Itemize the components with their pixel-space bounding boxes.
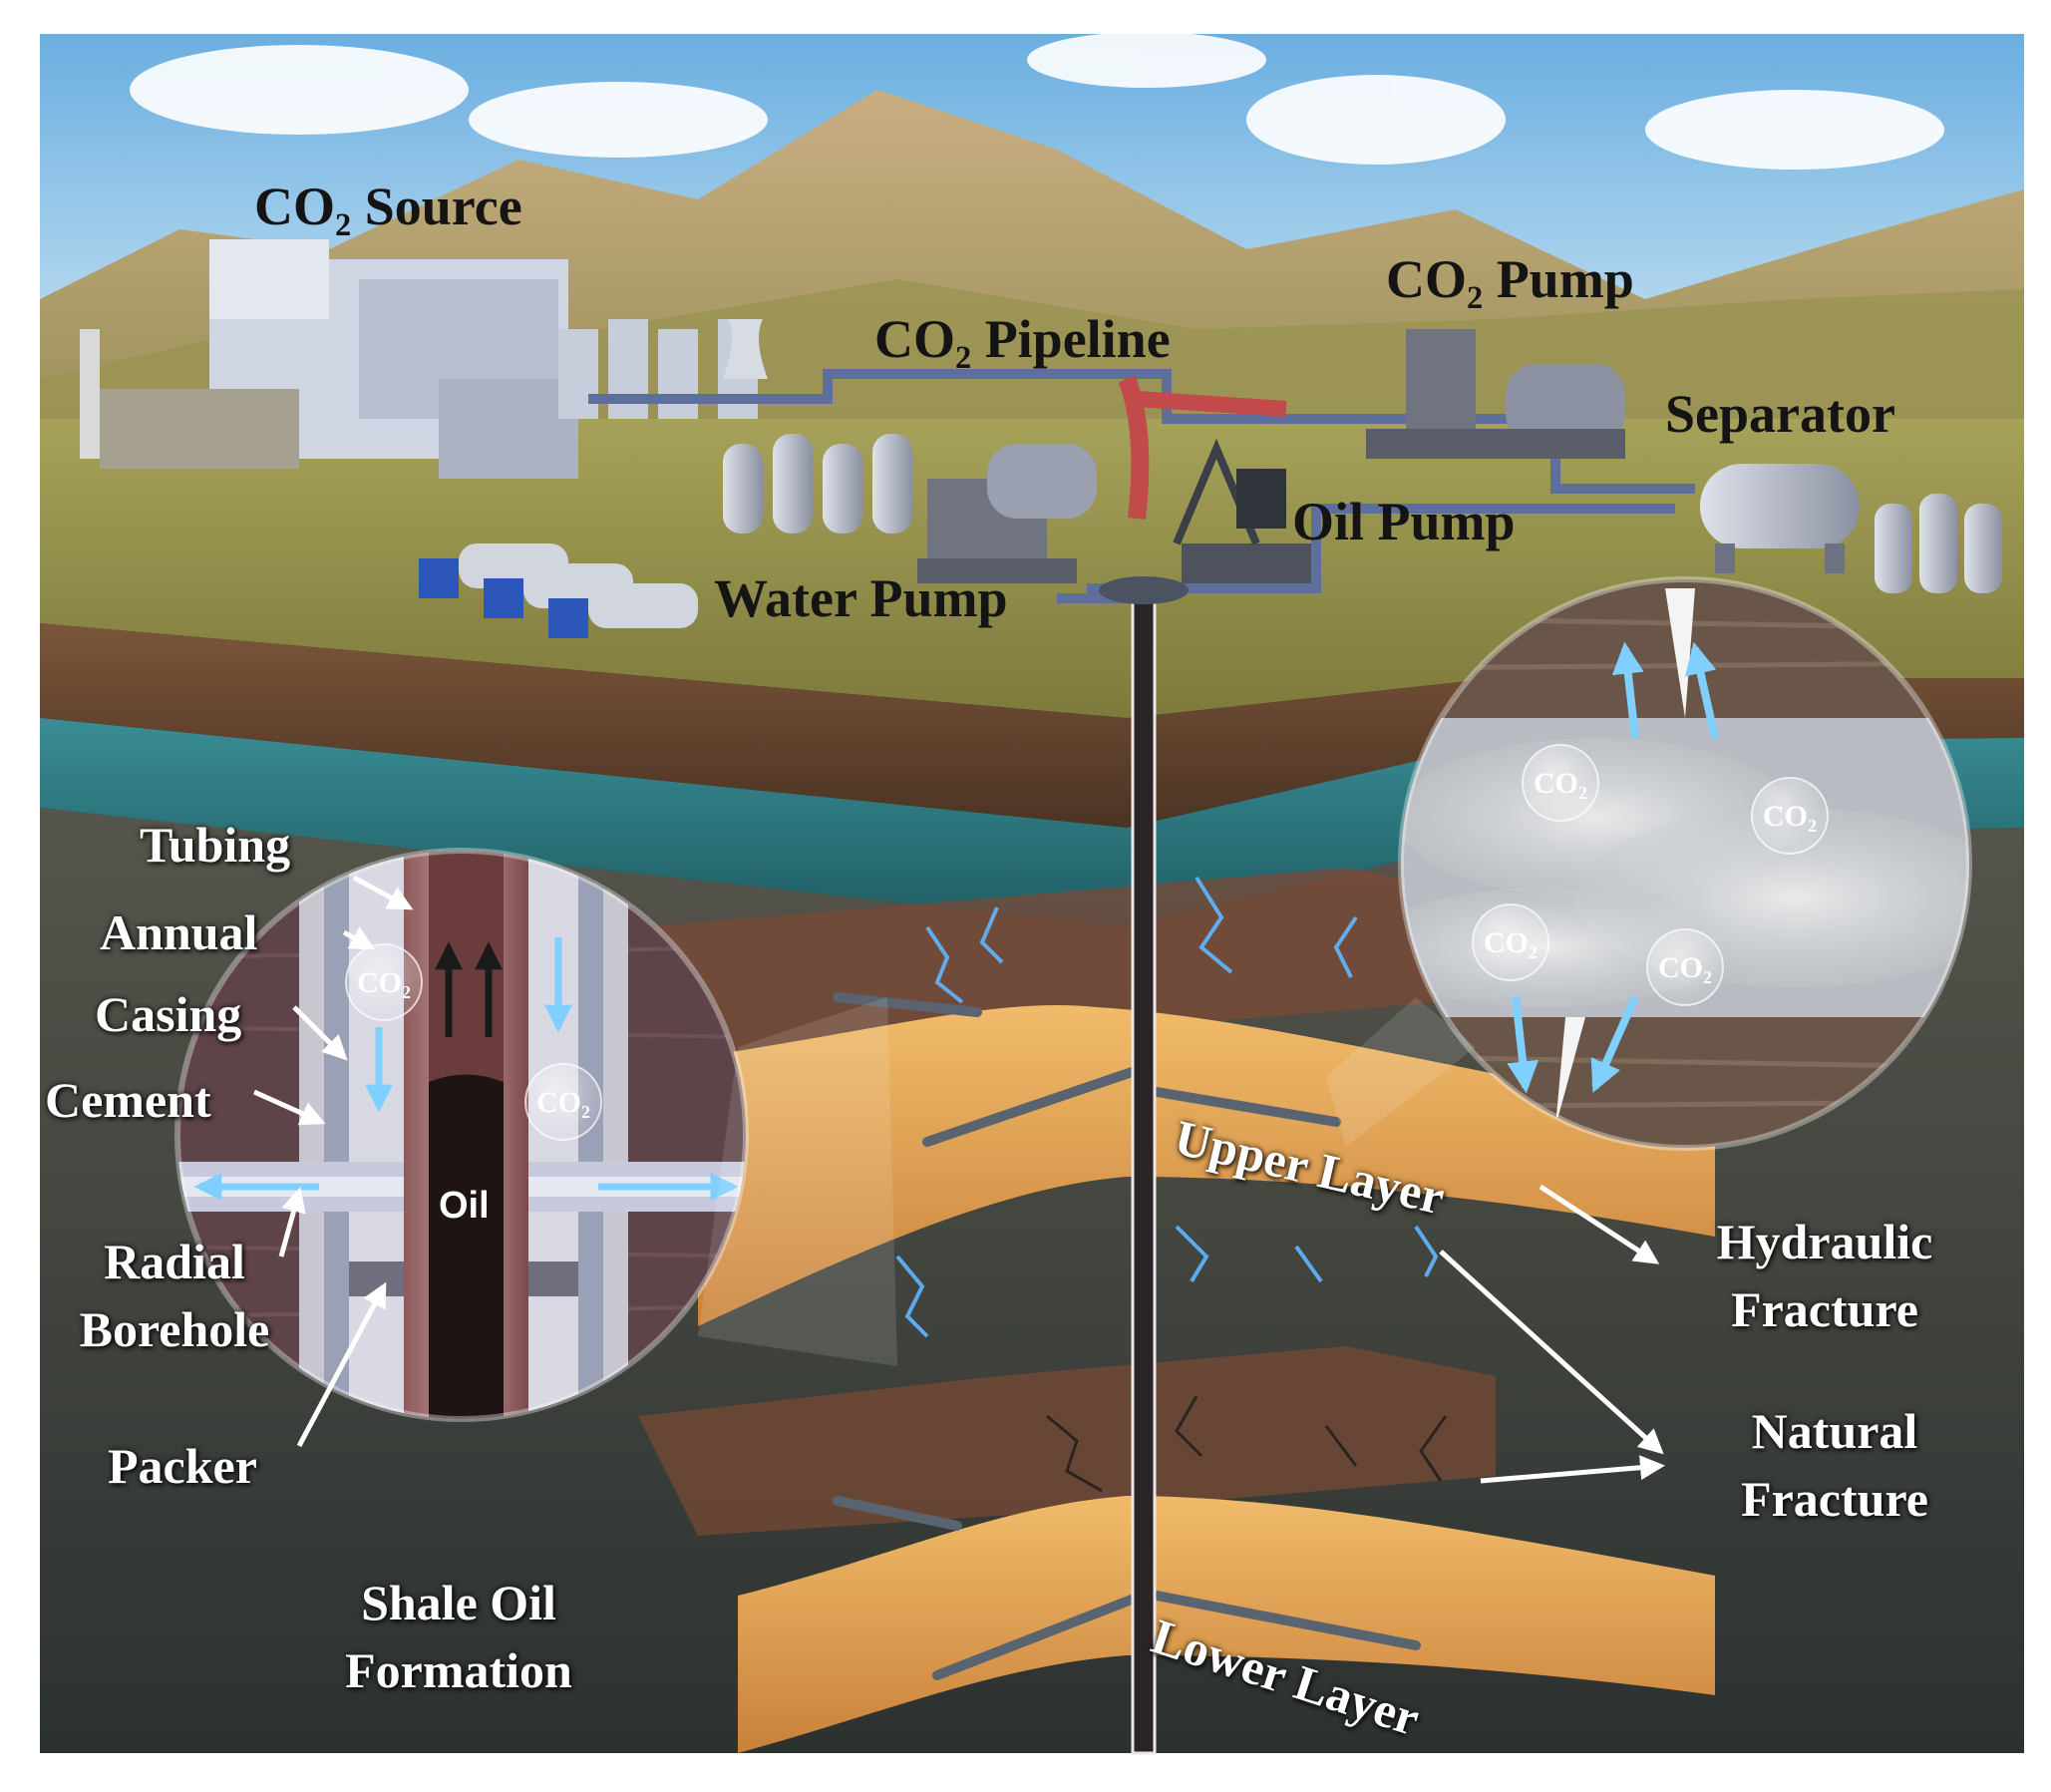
natural-line1: Natural <box>1751 1403 1918 1459</box>
co2-bubble-label: CO₂ <box>1534 767 1587 800</box>
radial-borehole-line1: Radial <box>104 1234 245 1289</box>
oil-label: Oil <box>439 1185 490 1227</box>
lower-fracture-layer <box>738 1496 1715 1753</box>
radial-borehole-label: Radial Borehole <box>70 1237 279 1354</box>
trucks <box>419 543 698 638</box>
annual-label: Annual <box>100 904 258 960</box>
packer-block <box>349 1261 404 1296</box>
casing-label: Casing <box>95 986 242 1042</box>
natural-fracture-label: Natural Fracture <box>1685 1406 1984 1524</box>
co2-bubble-label: CO₂ <box>1763 800 1817 833</box>
callout-arrows <box>252 875 1665 1484</box>
water-pump <box>917 444 1097 583</box>
co2-pipeline-label: CO₂ Pipeline <box>874 309 1171 369</box>
shale-line2: Formation <box>345 1642 572 1698</box>
natural-fractures <box>895 876 1439 1338</box>
clouds <box>130 32 1944 170</box>
radial-laterals <box>833 992 1421 1680</box>
packer-label: Packer <box>108 1438 257 1494</box>
co2-pump <box>1366 329 1625 459</box>
tubing-label: Tubing <box>140 817 291 873</box>
upper-fracture-layer <box>698 1005 1715 1326</box>
oil-pump-label: Oil Pump <box>1292 492 1516 551</box>
natural-line2: Fracture <box>1741 1471 1928 1527</box>
soil-layer <box>40 623 2024 828</box>
hydraulic-line1: Hydraulic <box>1716 1214 1933 1269</box>
water-pump-label: Water Pump <box>714 568 1008 628</box>
separator-label: Separator <box>1665 384 1895 444</box>
oil-pump <box>1118 375 1311 583</box>
hydraulic-line2: Fracture <box>1731 1281 1918 1337</box>
co2-source-label: CO₂ Source <box>254 177 522 236</box>
co2-bubble-label: CO₂ <box>357 966 411 999</box>
co2-bubble-label: CO₂ <box>1658 951 1712 984</box>
wellhead <box>1099 576 1189 604</box>
cement-label: Cement <box>45 1072 211 1128</box>
wellbore <box>1131 586 1157 1755</box>
co2-source-plant <box>80 239 768 479</box>
fracture-inset <box>1401 579 1969 1148</box>
shale-oil-formation-label: Shale Oil Formation <box>319 1578 598 1695</box>
radial-borehole-line2: Borehole <box>79 1301 270 1357</box>
co2-pump-label: CO₂ Pump <box>1386 249 1634 309</box>
shale-line1: Shale Oil <box>361 1575 556 1630</box>
separator <box>1700 464 1860 573</box>
storage-tanks <box>723 434 2002 593</box>
co2-bubble-label: CO₂ <box>1484 926 1538 959</box>
oil-column <box>429 1074 504 1419</box>
co2-bubble-label: CO₂ <box>536 1086 590 1119</box>
hydraulic-fracture-label: Hydraulic Fracture <box>1675 1217 1974 1334</box>
